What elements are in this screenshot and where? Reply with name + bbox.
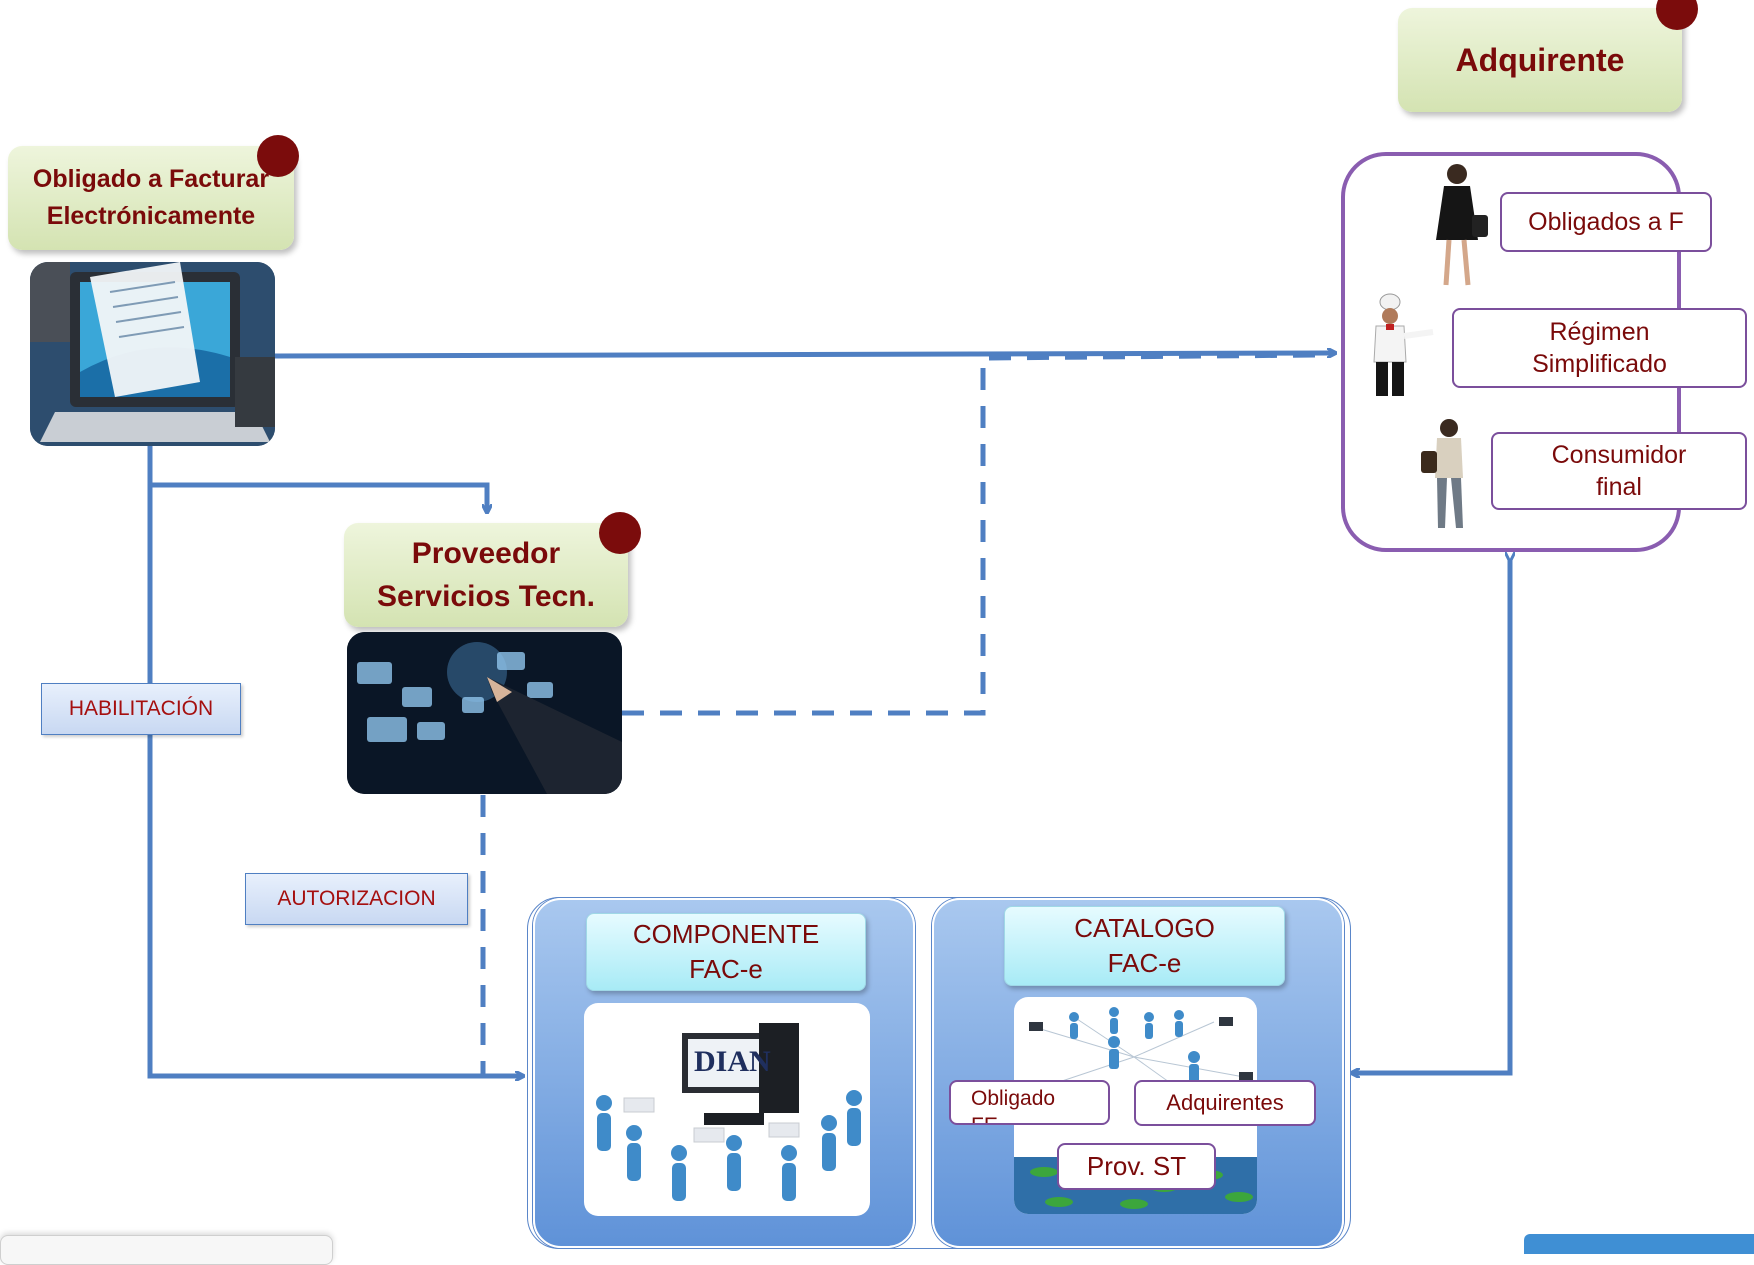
- adquirente-type-regimen: Régimen Simplificado: [1452, 308, 1747, 388]
- proveedor-label-text: Proveedor Servicios Tecn.: [377, 536, 595, 614]
- arrow-habilitacion-to-componente: [147, 440, 523, 1076]
- catalogo-item-obligado: Obligado FE: [949, 1080, 1110, 1125]
- habilitacion-label: HABILITACIÓN: [41, 683, 241, 735]
- arrow-adquirente-catalogo: [1352, 560, 1510, 1073]
- proveedor-label: Proveedor Servicios Tecn.: [344, 523, 628, 627]
- arrow-obligado-to-proveedor: [150, 482, 487, 512]
- adquirente-type-consumidor: Consumidor final: [1491, 432, 1747, 510]
- obligado-marker: [257, 135, 299, 177]
- person-chef-icon: [1373, 293, 1434, 396]
- catalogo-item-adquirentes-text: Adquirentes: [1166, 1089, 1284, 1115]
- catalogo-title: CATALOGO FAC-e: [1004, 906, 1285, 986]
- dashed-proveedor-to-adquirente: [622, 352, 1321, 716]
- network-users-icon: [596, 1023, 862, 1201]
- footer-accent-right: [1524, 1234, 1754, 1254]
- autorizacion-label-text: AUTORIZACION: [277, 887, 436, 910]
- laptop-invoice-image: [30, 262, 275, 446]
- touchscreen-icon: [347, 632, 622, 794]
- adquirente-type-consumidor-text: Consumidor final: [1551, 440, 1687, 502]
- dashed-autorizacion-to-componente: [480, 795, 520, 1079]
- componente-image: DIAN: [584, 1003, 870, 1216]
- laptop-icon: [30, 262, 275, 446]
- footer-accent-left: [0, 1235, 333, 1265]
- arrow-obligado-to-adquirente: [274, 353, 1335, 359]
- adquirente-type-regimen-text: Régimen Simplificado: [1532, 317, 1667, 379]
- dian-logo: DIAN: [694, 1043, 771, 1081]
- catalogo-item-obligado-text: Obligado FE: [971, 1087, 1056, 1123]
- componente-title-text: COMPONENTE FAC-e: [632, 918, 820, 984]
- dian-logo-text: DIAN: [694, 1045, 771, 1078]
- autorizacion-label: AUTORIZACION: [245, 873, 468, 925]
- catalogo-item-prov-text: Prov. ST: [1086, 1150, 1187, 1181]
- adquirente-type-obligados: Obligados a F: [1500, 192, 1712, 252]
- proveedor-marker: [599, 512, 641, 554]
- adquirente-label-text: Adquirente: [1455, 41, 1625, 78]
- catalogo-item-prov: Prov. ST: [1057, 1143, 1216, 1190]
- catalogo-title-text: CATALOGO FAC-e: [1074, 912, 1215, 978]
- catalogo-item-adquirentes: Adquirentes: [1134, 1080, 1316, 1126]
- obligado-label: Obligado a Facturar Electrónicamente: [8, 146, 294, 250]
- person-businesswoman-icon: [1436, 164, 1488, 286]
- habilitacion-label-text: HABILITACIÓN: [68, 697, 214, 720]
- person-consumer-icon: [1421, 419, 1463, 528]
- technology-image: [347, 632, 622, 794]
- adquirente-label: Adquirente: [1398, 8, 1682, 112]
- componente-title: COMPONENTE FAC-e: [586, 913, 866, 991]
- adquirente-type-obligados-text: Obligados a F: [1528, 207, 1684, 236]
- obligado-label-text: Obligado a Facturar Electrónicamente: [32, 164, 270, 231]
